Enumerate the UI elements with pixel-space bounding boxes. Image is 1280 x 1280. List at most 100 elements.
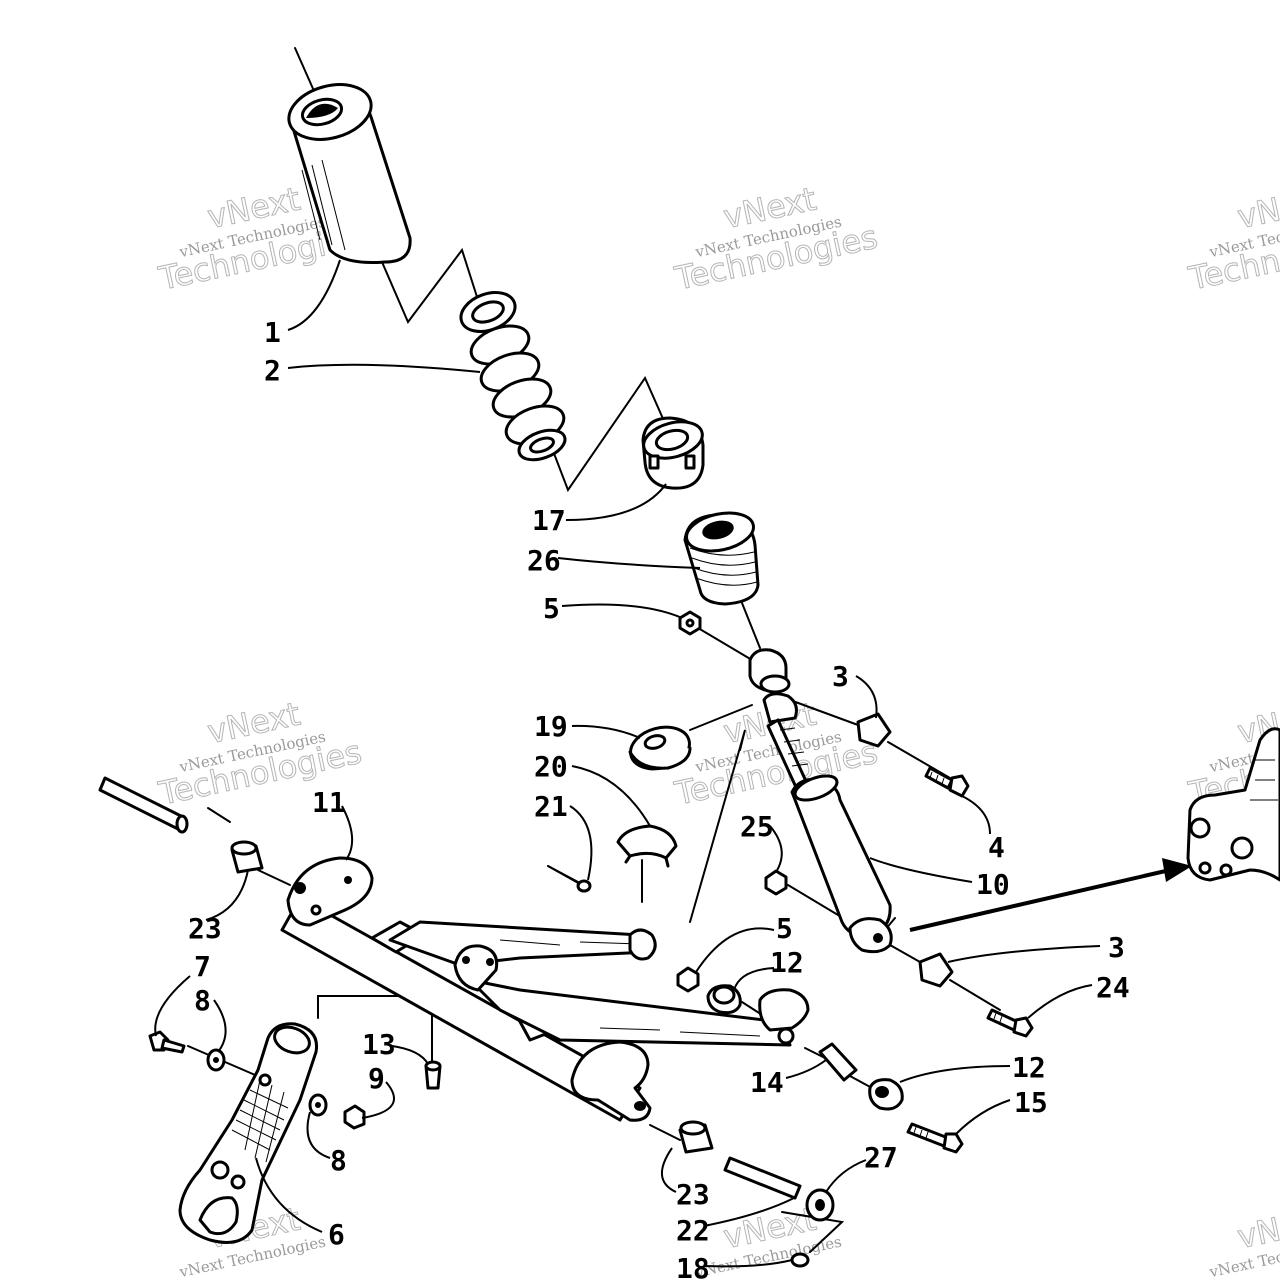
watermark-text: vNext (1234, 180, 1280, 237)
leader-line (569, 805, 593, 881)
leader-line (341, 805, 353, 861)
callout-5: 5 (776, 912, 793, 945)
coil-spring (459, 291, 567, 462)
callout-4: 4 (988, 831, 1005, 864)
leader-line (661, 1147, 677, 1193)
callout-22: 22 (676, 1214, 710, 1247)
callout-12: 12 (1012, 1051, 1046, 1084)
nut-9 (343, 1104, 366, 1130)
leader-line (825, 1159, 867, 1193)
bolt-4 (924, 766, 970, 798)
centerline (207, 807, 231, 823)
leader-line (785, 1059, 827, 1079)
callout-1: 1 (264, 316, 281, 349)
callout-9: 9 (368, 1062, 385, 1095)
centerline (649, 1124, 681, 1141)
centerline (804, 1047, 826, 1059)
callout-25: 25 (740, 810, 774, 843)
callout-18: 18 (676, 1252, 710, 1280)
mount-block-upper (856, 712, 892, 748)
callout-2: 2 (264, 354, 281, 387)
watermark-text: vNext (1234, 1200, 1280, 1257)
centerline (789, 699, 859, 726)
centerline (739, 597, 761, 649)
leader-line (1027, 984, 1093, 1019)
detail-arrow (909, 858, 1192, 932)
centerline (381, 247, 479, 324)
leader-line (571, 724, 641, 739)
callout-12: 12 (770, 946, 804, 979)
leader-line (361, 1081, 395, 1119)
callout-23: 23 (676, 1178, 710, 1211)
leader-line (205, 869, 249, 921)
callout-6: 6 (328, 1218, 345, 1251)
clip-18 (790, 1252, 810, 1268)
centerline (787, 884, 839, 916)
centerline (781, 1211, 845, 1253)
leader-line (869, 857, 973, 883)
leader-line (961, 795, 991, 835)
callout-3: 3 (832, 660, 849, 693)
centerline (949, 979, 1001, 1011)
callout-8: 8 (330, 1144, 347, 1177)
callout-11: 11 (312, 786, 346, 819)
callout-21: 21 (534, 790, 568, 823)
callout-20: 20 (534, 750, 568, 783)
centerline (889, 944, 921, 963)
callout-19: 19 (534, 710, 568, 743)
shock-cover (287, 83, 412, 264)
bolt-15 (906, 1122, 964, 1154)
callout-7: 7 (194, 950, 211, 983)
spring-adjuster-nut (641, 416, 705, 490)
callout-27: 27 (864, 1141, 898, 1174)
leader-line (391, 1045, 429, 1065)
callout-8: 8 (194, 984, 211, 1017)
threaded-collar (683, 511, 760, 606)
washer-8-lower (308, 1093, 328, 1117)
leader-line (899, 1065, 1011, 1083)
leader-line (695, 927, 775, 973)
callout-24: 24 (1096, 971, 1130, 1004)
leader-line (769, 825, 783, 873)
leader-line (287, 259, 341, 331)
leader-line (947, 945, 1101, 963)
axle-pin-left (98, 776, 189, 834)
axle-bushing-left (230, 840, 264, 874)
callout-3: 3 (1108, 931, 1125, 964)
shock-absorber (748, 648, 893, 954)
leader-line (557, 557, 701, 569)
callout-13: 13 (362, 1028, 396, 1061)
leader-line (154, 975, 191, 1037)
leader-line (306, 1111, 331, 1159)
leader-line (571, 765, 651, 827)
bushing-12-lower (868, 1078, 904, 1111)
leader-line (703, 1259, 793, 1268)
leader-line (703, 1197, 795, 1227)
leader-line (565, 483, 667, 521)
callout-numbers: 1 2 17 26 5 3 19 20 21 25 4 10 11 23 5 1… (188, 316, 1130, 1280)
nut-25 (764, 869, 788, 896)
leader-line (561, 603, 683, 619)
leader-line (287, 363, 481, 373)
bolt-24 (986, 1008, 1034, 1038)
callout-14: 14 (750, 1066, 784, 1099)
assembly-centerlines (187, 47, 1001, 1253)
centerline (544, 375, 669, 493)
centerline (689, 729, 746, 923)
callout-5: 5 (543, 592, 560, 625)
leader-line (955, 1099, 1011, 1135)
swing-arm-link (178, 1022, 319, 1244)
leader-line (255, 1157, 323, 1233)
washer-27 (805, 1188, 835, 1222)
nut-lower (676, 966, 700, 993)
bracket-cap (616, 824, 678, 868)
rubber-washer (628, 725, 692, 771)
grease-fitting (424, 1060, 442, 1090)
mount-block-lower (918, 952, 954, 988)
leader-lines (154, 259, 1101, 1268)
nut-upper (678, 610, 702, 636)
leader-line (213, 999, 227, 1053)
centerline (257, 869, 291, 886)
callout-23: 23 (188, 912, 222, 945)
